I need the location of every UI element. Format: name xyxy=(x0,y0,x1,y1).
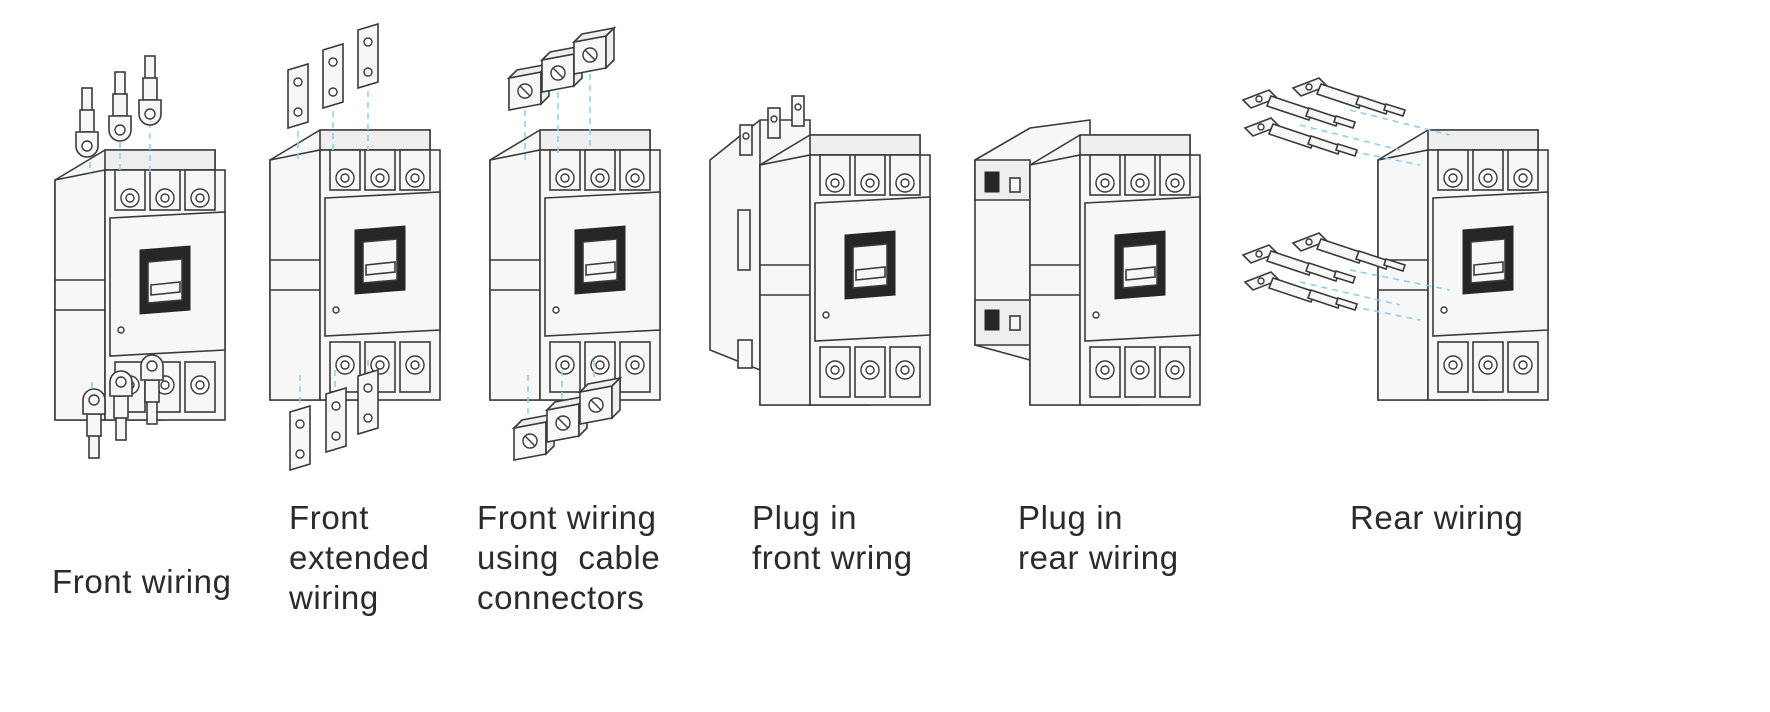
caption-line: Front wiring xyxy=(477,499,657,536)
connectors-top xyxy=(508,27,615,160)
caption-plug-in-rear-wiring: Plug in rear wiring xyxy=(1018,498,1179,578)
studs-lower xyxy=(1242,232,1451,321)
lugs-top-front-wiring xyxy=(75,55,162,175)
breaker-front-extended xyxy=(269,129,441,401)
caption-front-wiring-cable-connectors: Front wiring using cable connectors xyxy=(477,498,660,618)
breaker-plug-in-rear xyxy=(1029,134,1201,406)
caption-line: connectors xyxy=(477,579,645,616)
caption-line: Plug in xyxy=(752,499,858,536)
caption-front-wiring: Front wiring xyxy=(52,562,232,602)
caption-line: Front xyxy=(289,499,370,536)
caption-plug-in-front-wiring: Plug in front wring xyxy=(752,498,913,578)
bars-bottom-extended xyxy=(289,360,379,471)
breaker-front-wiring xyxy=(54,149,226,421)
breaker-plug-in-front xyxy=(759,134,931,406)
connectors-bottom xyxy=(513,360,621,461)
caption-line: wiring xyxy=(289,579,379,616)
studs-upper xyxy=(1242,77,1451,166)
caption-line: rear wiring xyxy=(1018,539,1179,576)
caption-line: using cable xyxy=(477,539,661,576)
caption-line: Plug in xyxy=(1018,499,1124,536)
caption-line: front wring xyxy=(752,539,913,576)
caption-line: Rear wiring xyxy=(1350,499,1524,536)
breaker-cable-connectors xyxy=(489,129,661,401)
lugs-bottom-front-wiring xyxy=(82,354,164,459)
caption-rear-wiring: Rear wiring xyxy=(1350,498,1524,538)
caption-line: extended xyxy=(289,539,430,576)
caption-line: Front wiring xyxy=(52,563,232,600)
bars-top-extended xyxy=(287,23,379,160)
caption-front-extended-wiring: Front extended wiring xyxy=(289,498,430,618)
